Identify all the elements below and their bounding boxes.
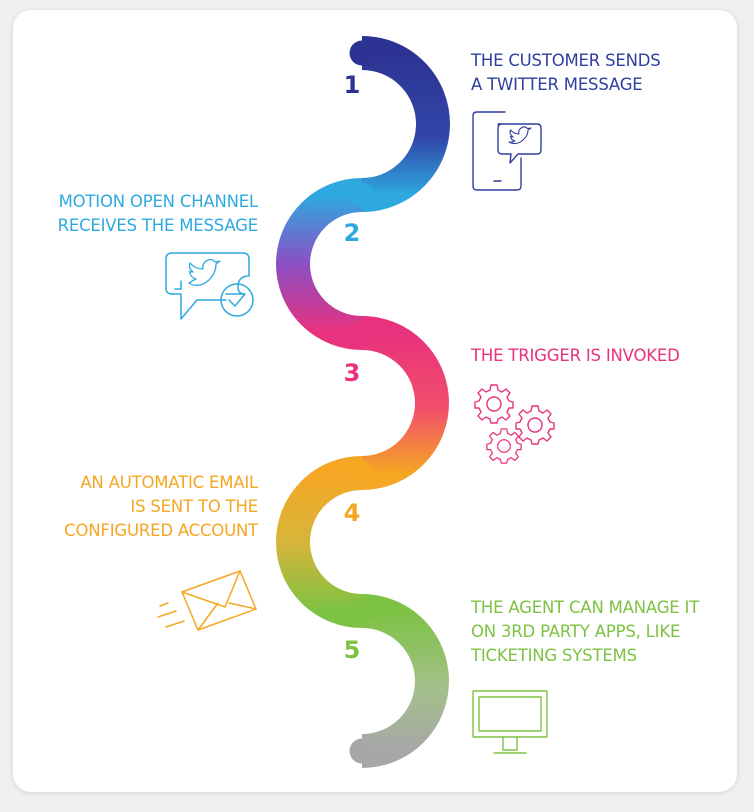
step-3-dot — [349, 320, 375, 346]
step-1-number: 1 — [343, 71, 361, 99]
monitor-icon — [472, 690, 548, 754]
step-1-text: THE CUSTOMER SENDS A TWITTER MESSAGE — [471, 51, 661, 94]
step-2-text: MOTION OPEN CHANNEL RECEIVES THE MESSAGE — [57, 192, 259, 235]
gears-icon — [474, 384, 555, 464]
path-segment-1 — [361, 36, 450, 212]
step-2-dot — [349, 182, 375, 208]
path-segment-3 — [361, 316, 449, 490]
step-1-dot — [349, 40, 375, 66]
step-5-text: THE AGENT CAN MANAGE IT ON 3RD PARTY APP… — [471, 598, 700, 665]
step-2-number: 2 — [343, 219, 361, 247]
phone-twitter-icon — [472, 111, 542, 191]
step-4-number: 4 — [343, 499, 361, 527]
infographic-card — [13, 10, 737, 792]
path-segment-2 — [276, 178, 363, 350]
step-5-dot — [349, 598, 375, 624]
step-5-number: 5 — [343, 636, 361, 664]
step-4-text: AN AUTOMATIC EMAIL IS SENT TO THE CONFIG… — [64, 473, 258, 540]
step-3-text: THE TRIGGER IS INVOKED — [471, 346, 680, 365]
step-3-number: 3 — [343, 359, 361, 387]
step-4-dot — [349, 460, 375, 486]
path-segment-5 — [361, 594, 449, 768]
end-dot — [349, 738, 375, 764]
path-segment-4 — [276, 456, 363, 628]
twitter-message-check-icon — [165, 252, 254, 320]
email-envelope-icon — [157, 570, 257, 631]
